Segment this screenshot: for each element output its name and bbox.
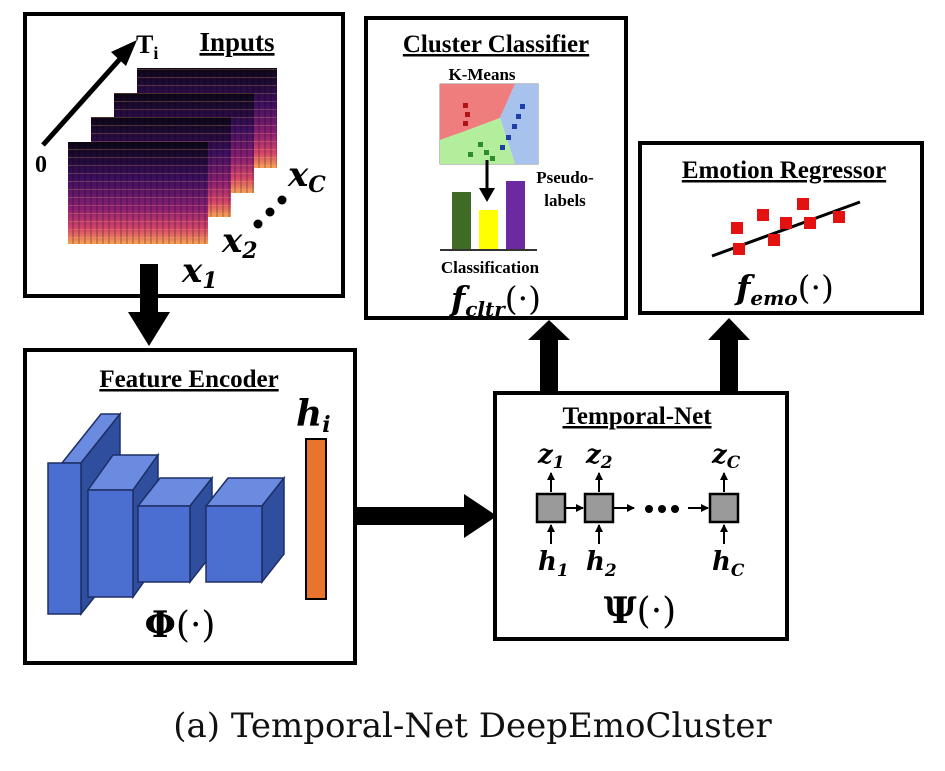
temporal-function-label: Ψ(·): [604, 590, 676, 632]
output-zc-label: zC: [711, 440, 741, 473]
emotion-title: Emotion Regressor: [682, 157, 886, 184]
ellipsis-dot: [277, 195, 287, 205]
classification-label: Classification: [441, 258, 540, 277]
emotion-function-label: femo(·): [734, 268, 834, 310]
cluster-function-label: fcltr(·): [449, 279, 541, 321]
class-bar-green: [452, 192, 471, 249]
input-x2-label: x2: [221, 221, 258, 264]
input-x1-label: x1: [181, 251, 218, 294]
cell-input-arrows: [547, 524, 728, 544]
ellipsis-dot: [265, 207, 275, 217]
arrow-encoder-to-temporal: [356, 494, 497, 538]
output-z2-label: z2: [585, 440, 613, 473]
embedding-vector-bar: [305, 438, 327, 600]
regression-points: [731, 198, 845, 255]
kmeans-label: K-Means: [448, 65, 515, 84]
cell-output-arrows: [547, 472, 728, 492]
cluster-region-blue: [500, 84, 538, 164]
input-hc-label: hC: [712, 547, 745, 581]
cluster-points-blue: [500, 104, 525, 150]
cluster-frame: [364, 16, 628, 320]
rnn-cell-c: [708, 492, 740, 524]
ellipsis-dot: [253, 219, 263, 229]
kmeans-plot: [439, 83, 539, 165]
temporal-net-panel: Temporal-Net z1 z2 zC h: [493, 391, 789, 641]
cluster-title: Cluster Classifier: [403, 31, 589, 58]
pseudo-labels-line1: Pseudo-: [536, 168, 594, 187]
inputs-panel: Inputs 0 Ti x1 x2 xC: [23, 12, 345, 298]
class-bar-purple: [506, 181, 525, 249]
arrow-inputs-to-encoder: [128, 264, 170, 346]
cluster-classifier-panel: Cluster Classifier K-Means Pseudo- label…: [364, 16, 628, 321]
time-axis-end: Ti: [136, 30, 158, 63]
figure-caption: (a) Temporal-Net DeepEmoCluster: [173, 706, 772, 746]
cluster-points-green: [468, 142, 495, 161]
arrow-temporal-to-emotion: [708, 318, 750, 394]
pseudo-labels-line2: labels: [544, 191, 586, 210]
spectrogram-stack: [68, 68, 277, 244]
class-bar-yellow: [479, 210, 498, 249]
inputs-title: Inputs: [199, 27, 274, 57]
classification-bars: [440, 181, 537, 251]
rnn-cell-1: [535, 492, 567, 524]
feature-encoder-panel: Feature Encoder: [23, 348, 357, 665]
time-axis-arrow: [41, 48, 130, 147]
cluster-points-red: [463, 103, 470, 126]
cnn-layer-3: [136, 475, 214, 585]
cluster-region-green: [440, 118, 515, 164]
arrow-temporal-to-cluster: [528, 320, 570, 394]
input-h2-label: h2: [586, 547, 617, 581]
cnn-layers: [47, 411, 286, 617]
cnn-layer-4: [204, 475, 286, 585]
recurrence-ellipsis: [645, 505, 679, 513]
rnn-cell-2: [583, 492, 615, 524]
cluster-region-red: [440, 84, 515, 140]
regression-plot: [711, 198, 861, 258]
encoder-function-label: Φ(·): [145, 604, 216, 646]
emotion-regressor-panel: Emotion Regressor femo(·): [638, 141, 924, 315]
embedding-label: hi: [296, 393, 331, 438]
time-axis-start: 0: [35, 152, 47, 178]
encoder-title: Feature Encoder: [99, 366, 278, 393]
output-z1-label: z1: [537, 440, 565, 473]
time-axis-arrowhead: [111, 40, 137, 66]
input-xc-label: xC: [287, 155, 326, 198]
input-h1-label: h1: [538, 547, 569, 581]
temporal-title: Temporal-Net: [562, 403, 712, 430]
